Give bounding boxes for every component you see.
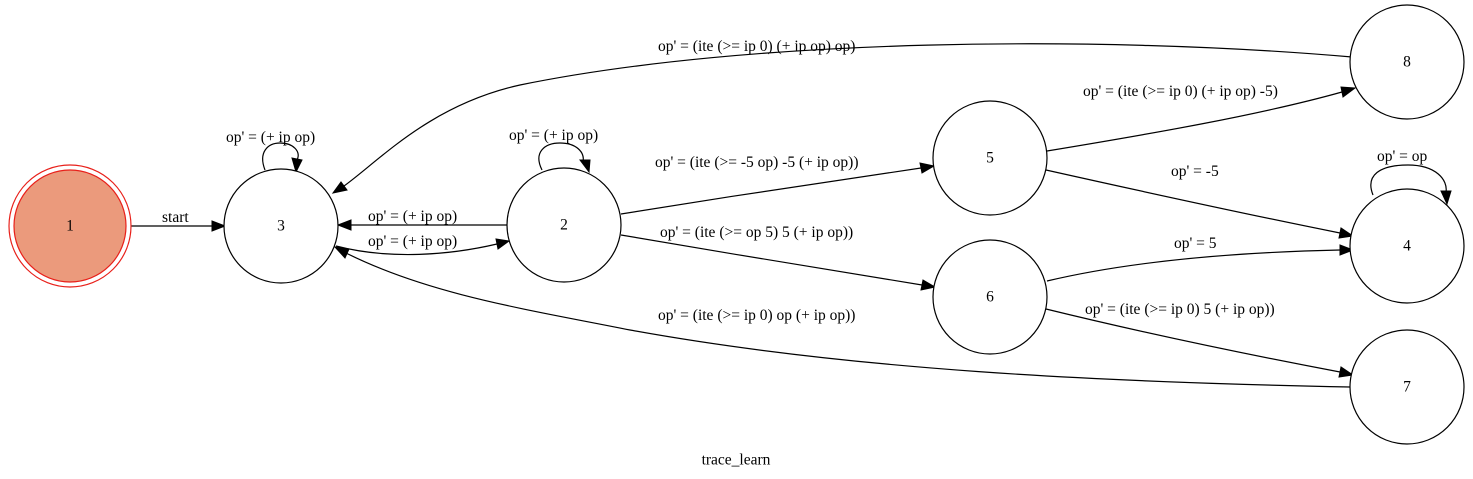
edge-5-4: op' = -5	[1045, 163, 1355, 239]
edge-4-4: op' = op	[1370, 148, 1452, 206]
node-7: 7	[1349, 329, 1465, 445]
edge-label-8-3: op' = (ite (>= ip 0) (+ ip op) op)	[658, 38, 855, 55]
edge-label-3-2: op' = (+ ip op)	[368, 233, 457, 250]
edge-3-3: op' = (+ ip op)	[226, 129, 315, 174]
node-4: 4	[1349, 188, 1465, 304]
node-label-4: 4	[1403, 238, 1411, 255]
edge-2-6: op' = (ite (>= op 5) 5 (+ ip op))	[620, 224, 937, 291]
edge-label-2-3: op' = (+ ip op)	[368, 208, 457, 225]
edge-label-1-3: start	[162, 209, 189, 226]
edge-label-5-4: op' = -5	[1171, 163, 1219, 180]
node-6: 6	[932, 239, 1048, 355]
node-2: 2	[506, 167, 622, 283]
edge-label-2-5: op' = (ite (>= -5 op) -5 (+ ip op))	[655, 154, 858, 171]
edge-2-2: op' = (+ ip op)	[509, 127, 598, 174]
edge-label-2-6: op' = (ite (>= op 5) 5 (+ ip op))	[660, 224, 853, 241]
edge-label-7-3: op' = (ite (>= ip 0) op (+ ip op))	[658, 307, 855, 324]
edge-1-3: start	[131, 209, 227, 232]
edge-label-6-7: op' = (ite (>= ip 0) 5 (+ ip op))	[1085, 301, 1275, 318]
edge-label-3-3: op' = (+ ip op)	[226, 129, 315, 146]
node-3: 3	[223, 168, 339, 284]
diagram-caption: trace_learn	[702, 452, 771, 469]
node-8: 8	[1349, 4, 1465, 120]
edge-3-2: op' = (+ ip op)	[335, 233, 511, 256]
node-1: 1	[8, 164, 132, 288]
edge-label-6-4: op' = 5	[1174, 235, 1217, 252]
node-5: 5	[932, 100, 1048, 216]
node-label-7: 7	[1403, 379, 1411, 396]
edge-5-8: op' = (ite (>= ip 0) (+ ip op) -5)	[1046, 83, 1357, 152]
node-label-5: 5	[986, 150, 994, 167]
node-label-8: 8	[1403, 54, 1411, 71]
edge-7-3: op' = (ite (>= ip 0) op (+ ip op))	[333, 246, 1351, 388]
edge-2-5: op' = (ite (>= -5 op) -5 (+ ip op))	[620, 154, 936, 215]
edge-8-3: op' = (ite (>= ip 0) (+ ip op) op)	[331, 38, 1353, 194]
node-label-6: 6	[986, 289, 994, 306]
edge-6-4: op' = 5	[1046, 235, 1355, 282]
edge-label-4-4: op' = op	[1377, 148, 1428, 165]
node-label-1: 1	[66, 218, 74, 235]
node-label-3: 3	[277, 218, 285, 235]
edge-label-5-8: op' = (ite (>= ip 0) (+ ip op) -5)	[1083, 83, 1278, 100]
edge-label-2-2: op' = (+ ip op)	[509, 127, 598, 144]
node-label-2: 2	[560, 217, 568, 234]
edge-2-3: op' = (+ ip op)	[336, 208, 507, 231]
edge-6-7: op' = (ite (>= ip 0) 5 (+ ip op))	[1045, 301, 1355, 378]
